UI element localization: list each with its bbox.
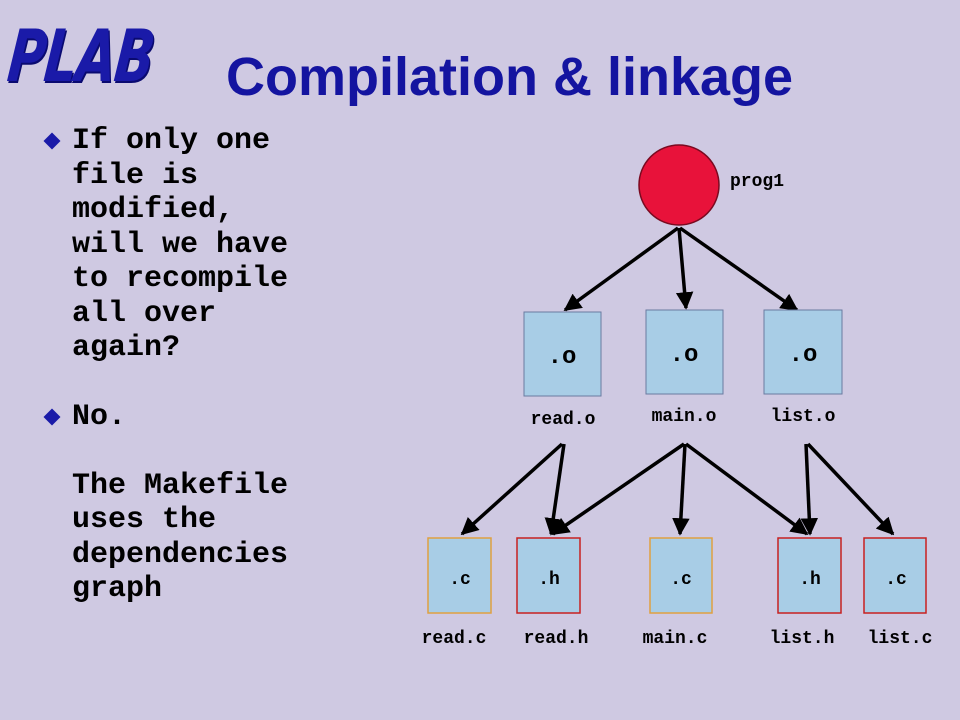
prog1-node <box>638 144 720 226</box>
root-node: prog1 <box>638 144 784 226</box>
slide-title: Compilation & linkage <box>226 47 794 107</box>
arrow-list-o-list-c <box>806 442 895 536</box>
object-label: list.o <box>771 407 836 427</box>
arrow-main-o-main-c <box>672 443 690 536</box>
object-label: main.o <box>652 407 717 427</box>
arrow-prog1-main-o <box>675 227 694 310</box>
bullet-text: No. The Makefile uses the dependencies g… <box>72 399 289 607</box>
object-node-read: .o read.o <box>523 311 602 430</box>
object-glyph: .o <box>670 342 699 369</box>
object-glyph: .o <box>548 344 577 371</box>
source-files: .c read.c .h read.h .c main.c .h list.h … <box>422 537 933 649</box>
arrow-prog1-list-o <box>678 226 799 312</box>
file-node-main-c: .c main.c <box>643 537 713 649</box>
prog1-label: prog1 <box>730 172 784 192</box>
arrow-main-o-list-h <box>684 442 809 536</box>
arrow-read-o-read-h <box>544 443 566 536</box>
object-node-main: .o main.o <box>645 309 724 427</box>
file-label: read.h <box>524 629 589 649</box>
file-label: read.c <box>422 629 487 649</box>
object-label: read.o <box>531 410 596 430</box>
file-label: list.c <box>868 629 933 649</box>
file-node-list-c: .c list.c <box>863 537 933 649</box>
arrow-read-o-read-c <box>460 442 564 536</box>
arrow-list-o-list-h <box>800 443 819 536</box>
file-glyph: .h <box>538 570 560 590</box>
graph-arrows <box>460 226 895 536</box>
bullet-text: If only one file is modified, will we ha… <box>72 124 289 365</box>
file-glyph: .c <box>449 570 471 590</box>
file-label: main.c <box>643 629 708 649</box>
arrow-main-o-read-h <box>551 442 685 536</box>
file-node-read-h: .h read.h <box>516 537 589 649</box>
bullet-list: If only one file is modified, will we ha… <box>43 124 374 641</box>
file-label: list.h <box>770 629 835 649</box>
bullet-answer: No. The Makefile uses the dependencies g… <box>43 399 374 607</box>
file-glyph: .c <box>670 570 692 590</box>
file-glyph: .h <box>799 570 821 590</box>
file-glyph: .c <box>885 570 907 590</box>
bullet-question: If only one file is modified, will we ha… <box>43 124 374 366</box>
object-node-list: .o list.o <box>763 309 843 427</box>
object-files: .o read.o .o main.o .o list.o <box>523 309 843 430</box>
file-node-read-c: .c read.c <box>422 537 492 649</box>
file-node-list-h: .h list.h <box>770 537 842 649</box>
object-glyph: .o <box>789 342 818 369</box>
arrow-prog1-read-o <box>563 226 680 312</box>
